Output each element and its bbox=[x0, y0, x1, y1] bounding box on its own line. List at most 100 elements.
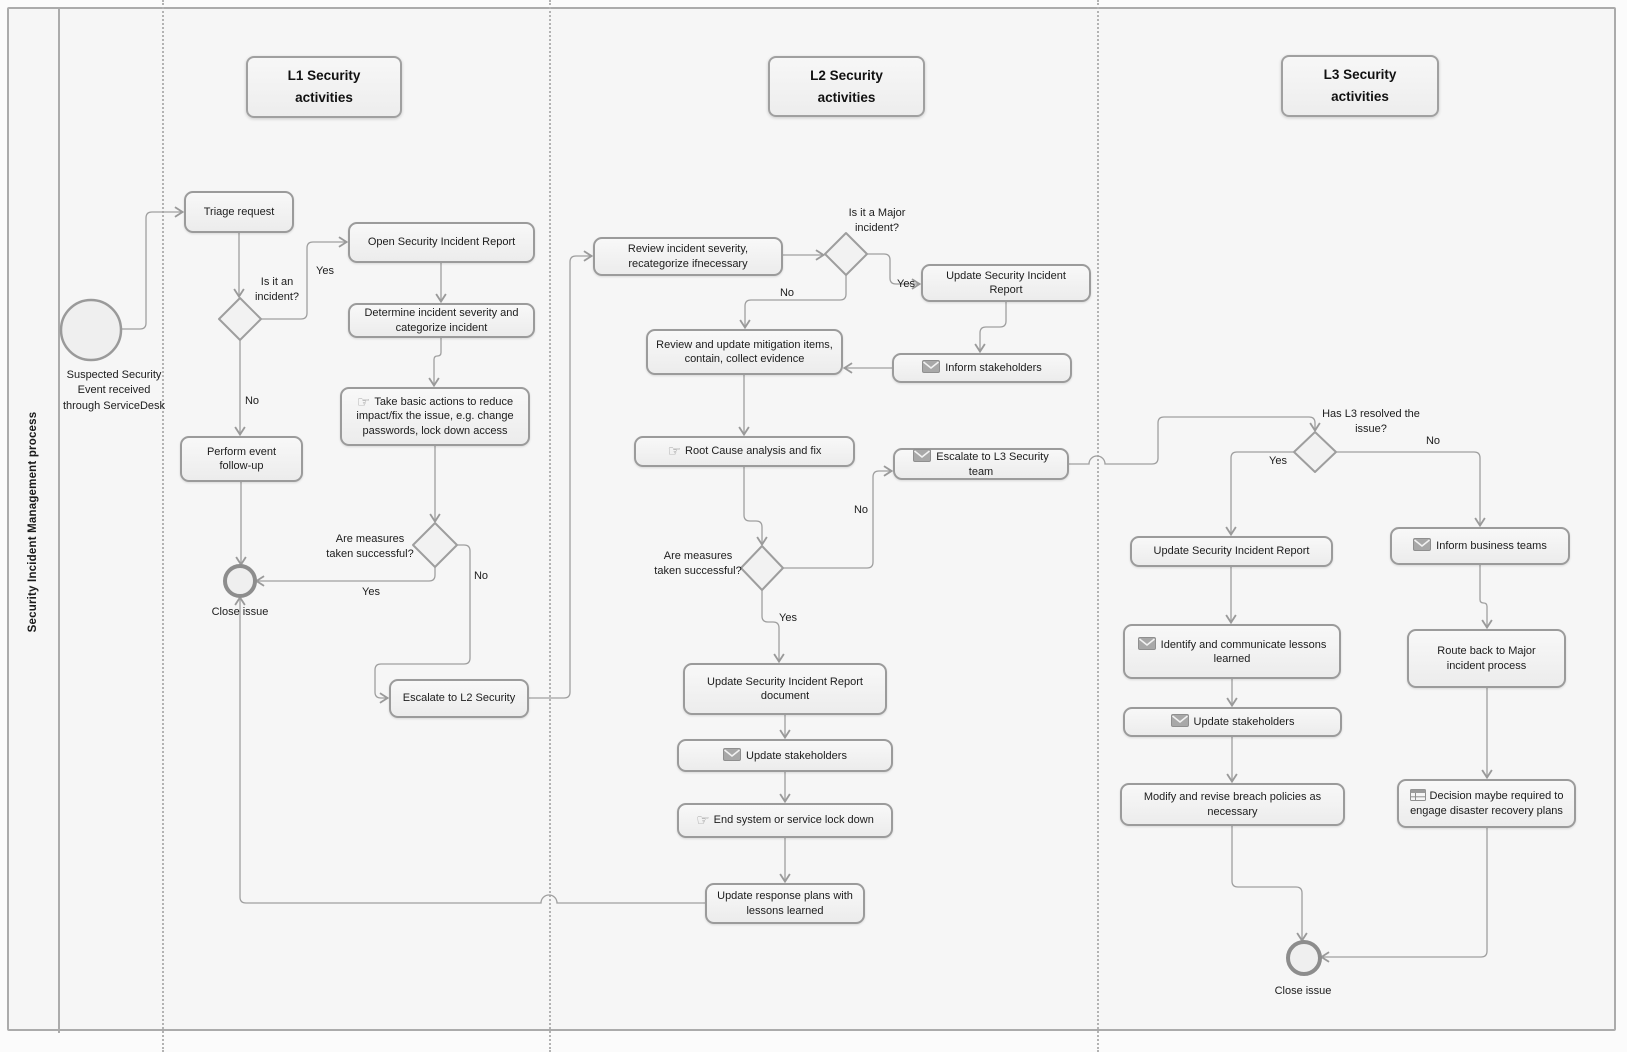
edge-gw-major-to-mitigation bbox=[739, 275, 847, 330]
edge-modify-to-close-issue-2 bbox=[1231, 826, 1308, 943]
task-root-cause: ☞Root Cause analysis and fix bbox=[634, 436, 855, 467]
envelope-icon bbox=[1137, 636, 1161, 651]
end-event-close-issue-1 bbox=[223, 564, 257, 598]
flow-label-no-3: No bbox=[473, 570, 489, 582]
task-upd-resp: Update response plans with lessons learn… bbox=[705, 883, 865, 924]
task-identify: Identify and communicate lessons learned bbox=[1123, 624, 1341, 679]
lane-divider-1 bbox=[162, 0, 164, 1052]
task-review-sev: Review incident severity, recategorize i… bbox=[593, 237, 783, 276]
gw-measures-l2-question: Are measures taken successful? bbox=[654, 550, 742, 578]
edge-gw-measures-l1-to-close-issue-1 bbox=[254, 567, 436, 587]
task-inform-biz-label: Inform business teams bbox=[1436, 540, 1547, 553]
task-take-basic: ☞Take basic actions to reduce impact/fix… bbox=[340, 387, 530, 446]
task-mitigation: Review and update mitigation items, cont… bbox=[646, 329, 843, 375]
edge-determine-to-take-basic bbox=[428, 338, 442, 388]
task-perform-label: Perform event follow-up bbox=[206, 445, 277, 472]
edge-gw-measures-l1-to-escalate-l2 bbox=[374, 544, 471, 704]
task-upd-stk-l3: Update stakeholders bbox=[1123, 707, 1342, 737]
edge-root-cause-to-gw-measures-l2 bbox=[743, 467, 768, 547]
task-mitigation-label: Review and update mitigation items, cont… bbox=[656, 338, 833, 365]
pool-frame bbox=[7, 7, 1616, 1031]
gw-resolved bbox=[1293, 431, 1337, 473]
task-end-sys: ☞End system or service lock down bbox=[677, 803, 893, 838]
flow-label-yes-6: Yes bbox=[779, 612, 797, 624]
gw-measures-l2 bbox=[740, 545, 784, 591]
envelope-icon bbox=[913, 449, 936, 463]
task-identify-label: Identify and communicate lessons learned bbox=[1160, 638, 1327, 665]
task-upd-sir-l3-label: Update Security Incident Report bbox=[1153, 545, 1310, 558]
edge-start-to-triage bbox=[121, 206, 185, 330]
gw-incident-question: Is it an incident? bbox=[254, 276, 300, 304]
task-open-sir: Open Security Incident Report bbox=[348, 222, 535, 263]
edge-decision-drp-to-close-issue-2 bbox=[1319, 828, 1488, 963]
lane-header-l3: L3 Security activities bbox=[1281, 55, 1439, 117]
gw-measures-l1-question: Are measures taken successful? bbox=[326, 533, 414, 561]
start-event bbox=[59, 298, 123, 362]
manual-task-icon: ☞ bbox=[696, 812, 710, 830]
lane-header-l1: L1 Security activities bbox=[246, 56, 402, 118]
envelope-icon bbox=[922, 360, 945, 374]
lane-header-l2: L2 Security activities bbox=[768, 56, 925, 117]
edge-gw-measures-l2-to-upd-sir-doc bbox=[761, 590, 785, 664]
task-escalate-l3: Escalate to L3 Security team bbox=[893, 448, 1069, 480]
task-upd-sir-doc: Update Security Incident Report document bbox=[683, 663, 887, 715]
gw-resolved-question: Has L3 resolved the issue? bbox=[1322, 408, 1420, 436]
close-issue-1-label: Close issue bbox=[211, 606, 269, 618]
task-determine-label: Determine incident severity and categori… bbox=[364, 307, 519, 334]
task-decision-drp: Decision maybe required to engage disast… bbox=[1397, 779, 1576, 828]
task-end-sys-label: End system or service lock down bbox=[713, 814, 874, 827]
envelope-icon bbox=[1413, 538, 1436, 552]
edge-escalate-l3-to-gw-resolved bbox=[1069, 416, 1321, 465]
task-route-back-label: Route back to Major incident process bbox=[1437, 645, 1536, 672]
task-upd-stk-l3-label: Update stakeholders bbox=[1193, 716, 1295, 729]
task-perform: Perform event follow-up bbox=[180, 436, 303, 482]
task-upd-stk-l2: Update stakeholders bbox=[677, 739, 893, 772]
flow-label-yes-2: Yes bbox=[362, 586, 380, 598]
gw-measures-l1 bbox=[412, 522, 458, 568]
pool-title-divider bbox=[58, 7, 60, 1033]
end-event-close-issue-2 bbox=[1286, 940, 1322, 976]
lane-divider-2 bbox=[549, 0, 551, 1052]
task-inform-stk-label: Inform stakeholders bbox=[945, 362, 1042, 375]
manual-task-icon: ☞ bbox=[356, 394, 371, 412]
task-escalate-l3-label: Escalate to L3 Security team bbox=[936, 451, 1049, 478]
task-decision-drp-label: Decision maybe required to engage disast… bbox=[1410, 790, 1564, 817]
task-review-sev-label: Review incident severity, recategorize i… bbox=[627, 243, 749, 270]
task-upd-sir-l2-label: Update Security Incident Report bbox=[946, 269, 1066, 296]
business-rule-icon bbox=[1409, 789, 1430, 802]
edge-inform-biz-to-route-back bbox=[1479, 565, 1493, 630]
task-upd-sir-l2: Update Security Incident Report bbox=[921, 264, 1091, 302]
task-root-cause-label: Root Cause analysis and fix bbox=[685, 445, 822, 458]
task-determine: Determine incident severity and categori… bbox=[348, 303, 535, 338]
task-route-back: Route back to Major incident process bbox=[1407, 629, 1566, 688]
flow-label-yes-8: Yes bbox=[1269, 455, 1287, 467]
envelope-icon bbox=[723, 747, 746, 762]
task-open-sir-label: Open Security Incident Report bbox=[367, 236, 516, 249]
task-upd-sir-doc-label: Update Security Incident Report document bbox=[707, 675, 863, 702]
task-inform-biz: Inform business teams bbox=[1390, 527, 1570, 565]
edge-gw-major-to-upd-sir-l2 bbox=[867, 253, 922, 290]
manual-task-icon: ☞ bbox=[667, 443, 682, 461]
edge-escalate-l2-to-review-sev bbox=[529, 250, 594, 699]
lane-divider-3 bbox=[1097, 0, 1099, 1052]
start-label: Suspected Security Event received throug… bbox=[62, 369, 166, 412]
edge-upd-sir-l2-to-inform-stk bbox=[974, 302, 1007, 354]
task-triage: Triage request bbox=[184, 191, 294, 233]
edge-gw-resolved-to-upd-sir-l3 bbox=[1225, 451, 1294, 537]
close-issue-2-label: Close issue bbox=[1274, 985, 1332, 997]
task-modify: Modify and revise breach policies as nec… bbox=[1120, 783, 1345, 826]
flow-label-yes-4: Yes bbox=[897, 278, 915, 290]
task-escalate-l2: Escalate to L2 Security bbox=[389, 679, 529, 718]
flow-label-yes-0: Yes bbox=[316, 265, 334, 277]
task-upd-stk-l2-label: Update stakeholders bbox=[746, 749, 847, 762]
flow-label-no-1: No bbox=[244, 395, 260, 407]
task-take-basic-label: Take basic actions to reduce impact/fix … bbox=[356, 396, 514, 437]
gw-incident bbox=[218, 297, 262, 341]
edge-gw-incident-to-open-sir bbox=[261, 236, 349, 320]
edge-gw-measures-l2-to-escalate-l3 bbox=[783, 465, 894, 569]
flow-label-no-5: No bbox=[779, 287, 795, 299]
edge-upd-resp-to-close-issue-1 bbox=[234, 595, 705, 904]
edge-gw-resolved-to-inform-biz bbox=[1336, 451, 1486, 528]
